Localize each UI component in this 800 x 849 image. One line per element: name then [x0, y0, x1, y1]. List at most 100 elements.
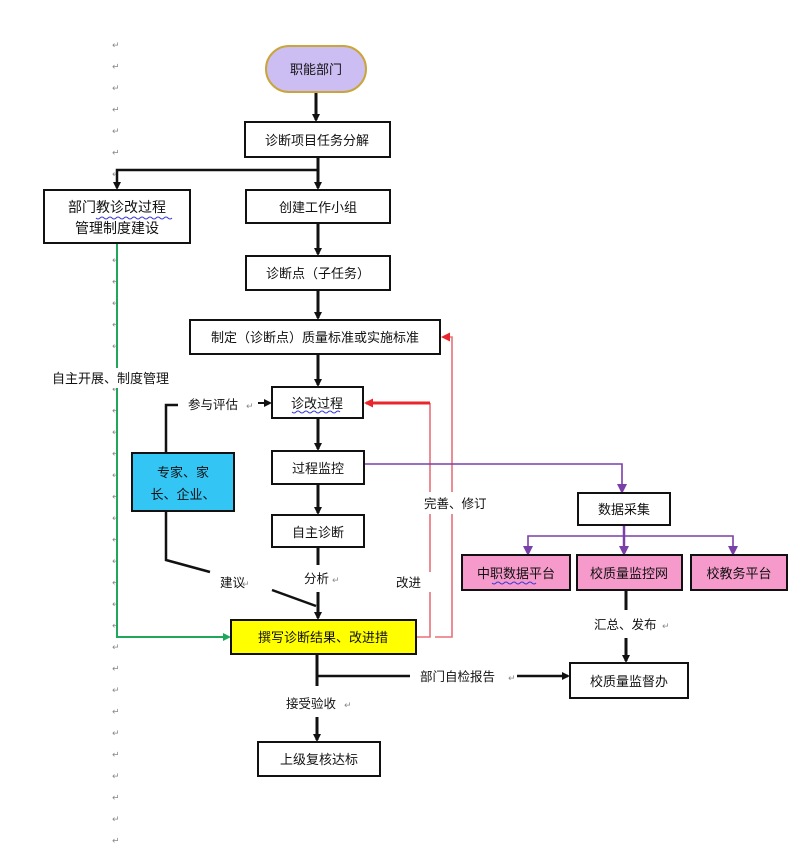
- start-terminal-shape: [265, 45, 367, 93]
- node-platform-quality-net: 校质量监控网: [576, 554, 683, 591]
- paragraph-mark: ↵: [112, 622, 120, 632]
- process-monitor-label: 过程监控: [292, 462, 344, 477]
- paragraph-mark: ↵: [112, 708, 120, 718]
- edge-experts-to-suggest: [164, 511, 211, 574]
- node-create-team: 创建工作小组: [245, 189, 391, 224]
- spellcheck-underline: [95, 216, 173, 220]
- node-set-standards: 制定（诊断点）质量标准或实施标准: [189, 319, 441, 355]
- node-platform-vocational: 中职数据平台: [461, 554, 571, 591]
- paragraph-mark: ↵: [662, 622, 670, 632]
- paragraph-mark: ↵: [112, 514, 120, 524]
- paragraph-mark: ↵: [112, 600, 120, 610]
- label-summarize-publish: 汇总、发布: [594, 617, 657, 632]
- label-self-manage: 自主开展、制度管理: [52, 371, 169, 387]
- node-platform-academic: 校教务平台: [690, 554, 788, 591]
- paragraph-mark: ↵: [112, 471, 120, 481]
- paragraph-mark: ↵: [112, 579, 120, 589]
- paragraph-mark: ↵: [112, 278, 120, 288]
- node-process-monitor: 过程监控: [271, 450, 365, 485]
- start-label: 职能部门: [290, 63, 342, 78]
- edge-suggest-to-write-results: [271, 588, 317, 608]
- spellcheck-underline: [291, 410, 341, 414]
- label-suggest: 建议: [220, 575, 246, 590]
- dept-system-label-line1: 部门教诊改过程: [68, 200, 166, 216]
- paragraph-mark: ↵: [112, 41, 120, 51]
- decompose-label: 诊断项目任务分解: [265, 133, 369, 149]
- paragraph-mark: ↵: [332, 576, 340, 586]
- node-upper-review: 上级复核达标: [257, 741, 381, 777]
- paragraph-mark: ↵: [112, 751, 120, 761]
- node-diag-points: 诊断点（子任务）: [245, 255, 391, 291]
- node-improve-process: 诊改过程: [271, 386, 364, 419]
- node-experts: 专家、家 长、企业、: [131, 452, 235, 512]
- node-self-diagnosis: 自主诊断: [271, 514, 365, 548]
- paragraph-mark: ↵: [112, 385, 120, 395]
- label-refine-revise: 完善、修订: [424, 496, 487, 511]
- paragraph-mark: ↵: [112, 643, 120, 653]
- experts-label-line2: 长、企业、: [150, 487, 215, 503]
- label-accept-acceptance: 接受验收: [286, 696, 337, 711]
- paragraph-mark: ↵: [112, 321, 120, 331]
- paragraph-mark: ↵: [112, 299, 120, 309]
- label-participate-eval: 参与评估: [188, 397, 238, 412]
- label-improve: 改进: [396, 575, 422, 590]
- paragraph-mark: ↵: [112, 837, 120, 847]
- node-data-collection: 数据采集: [577, 492, 671, 526]
- paragraph-mark: ↵: [112, 106, 120, 116]
- write-results-label: 撰写诊断结果、改进措: [258, 631, 388, 646]
- platform-academic-label: 校教务平台: [706, 566, 771, 582]
- paragraph-mark: ↵: [112, 84, 120, 94]
- node-write-results: 撰写诊断结果、改进措: [230, 619, 417, 655]
- improve-process-label: 诊改过程: [291, 397, 343, 412]
- paragraph-mark: ↵: [344, 701, 352, 711]
- paragraph-mark: ↵: [112, 729, 120, 739]
- create-team-label: 创建工作小组: [279, 201, 357, 216]
- paragraph-mark: ↵: [508, 674, 516, 684]
- quality-office-label: 校质量监督办: [590, 674, 668, 690]
- set-standards-label: 制定（诊断点）质量标准或实施标准: [211, 331, 419, 346]
- paragraph-mark: ↵: [112, 428, 120, 438]
- platform-quality-net-label: 校质量监控网: [590, 566, 668, 582]
- paragraph-mark: ↵: [246, 402, 254, 412]
- paragraph-mark: ↵: [112, 149, 120, 159]
- node-quality-office: 校质量监督办: [569, 662, 689, 699]
- paragraph-mark: ↵: [112, 127, 120, 137]
- paragraph-mark: ↵: [242, 580, 250, 590]
- paragraph-marks-column: ↵↵↵↵↵↵↵↵↵↵↵↵↵↵↵↵↵↵↵↵↵↵↵↵↵↵↵↵↵↵↵↵↵↵↵↵↵↵↵↵…: [112, 41, 784, 847]
- edge-decompose-to-dept-system: [113, 168, 318, 190]
- edge-dept-system-to-write-results: [116, 243, 231, 641]
- paragraph-mark: ↵: [112, 557, 120, 567]
- paragraph-mark: ↵: [112, 665, 120, 675]
- data-collection-label: 数据采集: [598, 502, 650, 518]
- edge-to-platform-academic: [624, 535, 738, 556]
- node-decompose: 诊断项目任务分解: [244, 121, 391, 158]
- node-start: 职能部门: [265, 45, 367, 93]
- experts-label-line1: 专家、家: [157, 465, 209, 481]
- edge-labels: 自主开展、制度管理 参与评估 完善、修订 建议 分析 改进 汇总、发布 部门自检…: [48, 368, 657, 711]
- edge-to-platform-vocational: [523, 535, 624, 556]
- paragraph-mark: ↵: [112, 536, 120, 546]
- edge-write-results-to-improve-process-inner: [416, 403, 431, 638]
- spellcheck-underline: [491, 581, 537, 585]
- self-diagnosis-label: 自主诊断: [292, 526, 344, 541]
- node-dept-system: 部门教诊改过程 管理制度建设: [43, 189, 191, 244]
- paragraph-mark: ↵: [112, 772, 120, 782]
- paragraph-mark: ↵: [112, 815, 120, 825]
- diag-points-label: 诊断点（子任务）: [266, 266, 370, 282]
- paragraph-mark: ↵: [112, 493, 120, 503]
- connectors: [113, 92, 738, 742]
- paragraph-mark: ↵: [112, 686, 120, 696]
- paragraph-mark: ↵: [112, 63, 120, 73]
- paragraph-mark: ↵: [112, 794, 120, 804]
- paragraph-mark: ↵: [112, 256, 120, 266]
- edge-experts-to-participate: [164, 403, 178, 453]
- edge-write-results-to-standards-outer: [435, 332, 453, 638]
- platform-vocational-label: 中职数据平台: [477, 567, 555, 582]
- paragraph-mark: ↵: [112, 342, 120, 352]
- dept-system-label-line2: 管理制度建设: [75, 221, 159, 237]
- nodes: 职能部门 诊断项目任务分解 部门教诊改过程 管理制度建设 创建工作小组 诊断点（…: [43, 45, 788, 777]
- label-dept-self-report: 部门自检报告: [420, 669, 495, 684]
- label-analyze: 分析: [304, 571, 329, 586]
- upper-review-label: 上级复核达标: [280, 753, 358, 768]
